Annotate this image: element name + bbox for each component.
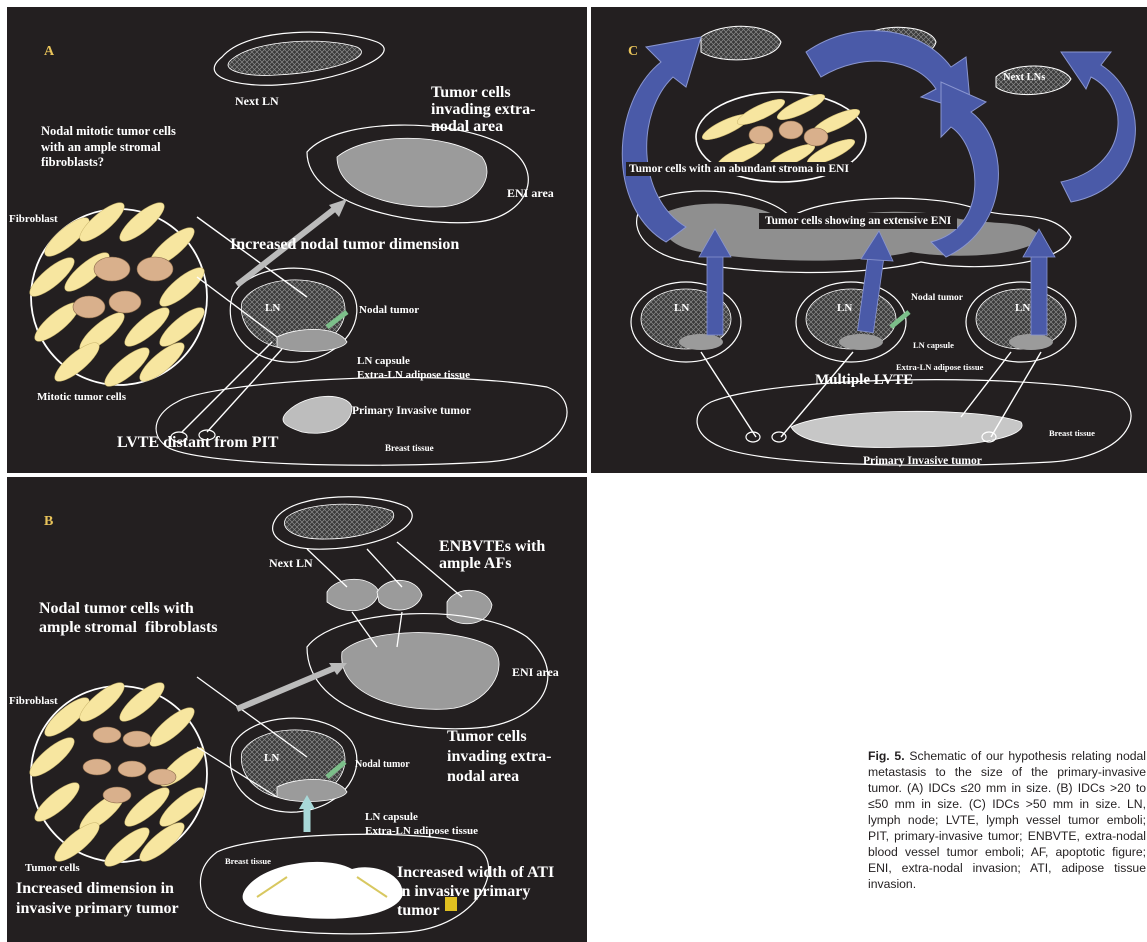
tumor-cells-invading-label: Tumor cells invading extra- nodal area	[431, 85, 535, 135]
nodal-tumor-c-label: Nodal tumor	[911, 294, 963, 304]
tumor-cells-eni-label: Tumor cells showing an extensive ENI	[759, 213, 957, 229]
breast-tissue-c-label: Breast tissue	[1049, 429, 1095, 438]
figure-caption: Fig. 5. Schematic of our hypothesis rela…	[868, 748, 1146, 892]
panel-a: A Next LN Tumor cells invading extra- no…	[7, 7, 587, 473]
primary-invasive-tumor-label: Primary Invasive tumor	[352, 405, 471, 417]
extra-ln-adipose-label: Extra-LN adipose tissue	[357, 370, 470, 382]
nodal-mitotic-label: Nodal mitotic tumor cells with an ample …	[41, 124, 176, 171]
primary-invasive-tumor-c-label: Primary Invasive tumor	[863, 455, 982, 467]
panel-c-drawing	[591, 7, 1147, 473]
increased-width-label: Increased width of ATI in invasive prima…	[397, 863, 554, 921]
next-ln-label: Next LN	[235, 95, 279, 108]
ln-capsule-label: LN capsule	[357, 356, 410, 368]
panel-a-letter: A	[44, 45, 54, 60]
enbvtes-label: ENBVTEs with ample AFs	[439, 539, 545, 573]
extra-ln-adipose-c-label: Extra-LN adipose tissue	[896, 363, 983, 372]
nodal-tumor-cells-label: Nodal tumor cells with ample stromal fib…	[39, 599, 218, 637]
breast-tissue-label: Breast tissue	[385, 444, 434, 453]
nodal-tumor-b-label: Nodal tumor	[355, 760, 410, 771]
ln-capsule-b-label: LN capsule	[365, 812, 418, 824]
increased-dimension-label: Increased nodal tumor dimension	[230, 237, 459, 254]
figure-label: Fig. 5.	[868, 749, 905, 763]
panel-b-letter: B	[44, 515, 53, 530]
mitotic-tumor-cells-label: Mitotic tumor cells	[37, 392, 126, 404]
next-lns-label: Next LNs	[1003, 72, 1045, 83]
eni-area-label: ENI area	[507, 187, 554, 200]
next-ln-b-label: Next LN	[269, 557, 313, 570]
panel-c: C Next LNs Tumor cells with an abundant …	[591, 7, 1147, 473]
panel-b: B Next LN ENBVTEs with ample AFs Nodal t…	[7, 477, 587, 942]
multiple-lvte-label: Multiple LVTE	[815, 373, 913, 389]
lvte-distant-label: LVTE distant from PIT	[117, 435, 278, 452]
breast-tissue-b-label: Breast tissue	[225, 857, 271, 866]
ln-capsule-c-label: LN capsule	[913, 341, 954, 350]
increased-dimension-b-label: Increased dimension in invasive primary …	[16, 879, 179, 919]
eni-area-b-label: ENI area	[512, 666, 559, 679]
panel-c-letter: C	[628, 45, 638, 60]
fibroblast-b-label: Fibroblast	[9, 696, 58, 708]
figure-caption-text: Schematic of our hypothesis relating nod…	[868, 749, 1146, 891]
tumor-cells-b-label: Tumor cells	[25, 863, 80, 875]
tumor-cells-stroma-label: Tumor cells with an abundant stroma in E…	[626, 162, 852, 176]
tumor-cells-invading-b-label: Tumor cells invading extra- nodal area	[447, 727, 551, 787]
ln3-label: LN	[1015, 303, 1030, 315]
ln2-label: LN	[837, 303, 852, 315]
fibroblast-label: Fibroblast	[9, 214, 58, 226]
ln1-label: LN	[674, 303, 689, 315]
ln-label: LN	[265, 303, 280, 315]
extra-ln-adipose-b-label: Extra-LN adipose tissue	[365, 826, 478, 838]
nodal-tumor-label: Nodal tumor	[359, 305, 419, 317]
ln-b-label: LN	[264, 753, 279, 765]
